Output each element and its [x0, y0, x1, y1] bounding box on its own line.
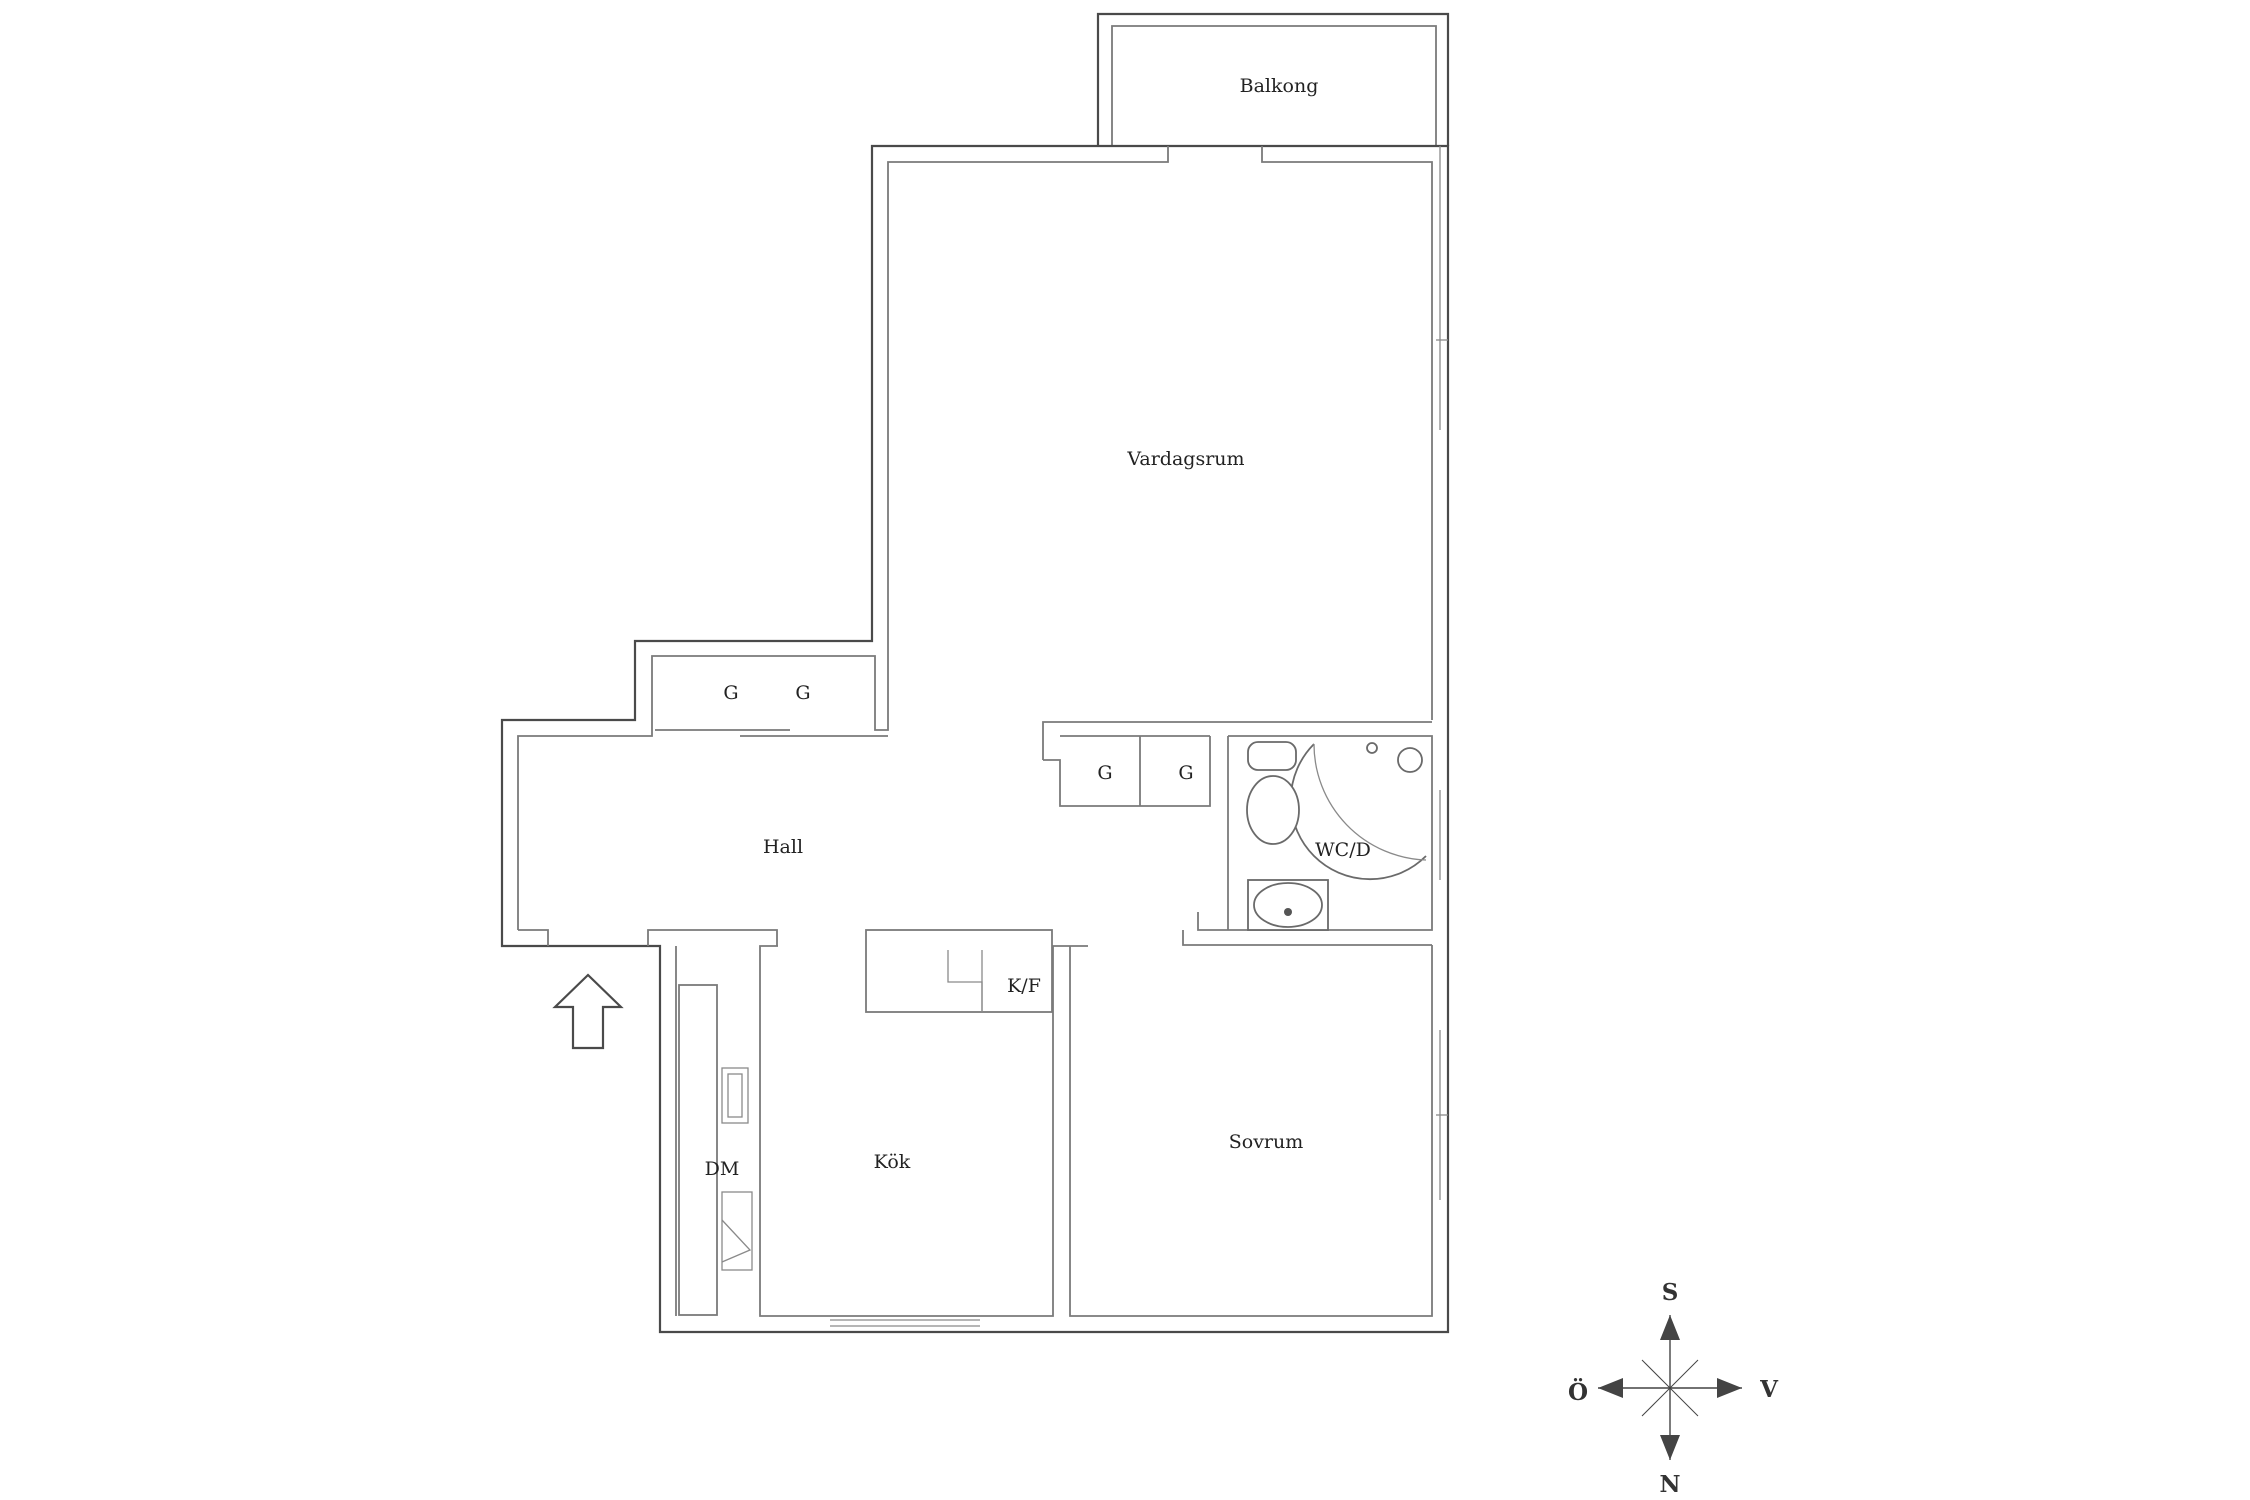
arrow-up-icon [1660, 1315, 1680, 1340]
closet-label: G [723, 682, 738, 704]
room-label-wc: WC/D [1315, 839, 1371, 861]
closet-label: G [1097, 762, 1112, 784]
drain-icon [1397, 747, 1423, 773]
compass-south-label: S [1662, 1279, 1679, 1306]
outer-wall [500, 144, 1450, 1334]
compass-rose: S N Ö V [1568, 1279, 1779, 1498]
compass-east-label: Ö [1568, 1378, 1588, 1406]
compass-west-label: V [1759, 1376, 1779, 1403]
room-label-dm: DM [705, 1158, 740, 1180]
balcony [1096, 12, 1450, 146]
compass-north-label: N [1659, 1471, 1680, 1498]
room-label-balkong: Balkong [1240, 75, 1319, 97]
arrow-down-icon [1660, 1435, 1680, 1460]
room-label-vardagsrum: Vardagsrum [1126, 448, 1244, 470]
arrow-left-icon [1598, 1378, 1623, 1398]
up-arrow-icon [552, 973, 624, 1050]
arrow-right-icon [1717, 1378, 1742, 1398]
toilet-bowl-icon [1246, 775, 1300, 845]
toilet-tank-icon [1247, 741, 1297, 771]
room-label-kf: K/F [1007, 975, 1041, 997]
closet-label: G [1178, 762, 1193, 784]
room-label-sovrum: Sovrum [1229, 1131, 1304, 1153]
room-label-kok: Kök [874, 1151, 911, 1173]
windows [830, 146, 1448, 1327]
closet-label: G [795, 682, 810, 704]
room-label-hall: Hall [763, 836, 803, 858]
wc-fixtures [1246, 741, 1427, 931]
inner-walls [517, 146, 1433, 1317]
room-labels: Balkong Vardagsrum Hall Kök Sovrum WC/D … [705, 75, 1371, 1180]
